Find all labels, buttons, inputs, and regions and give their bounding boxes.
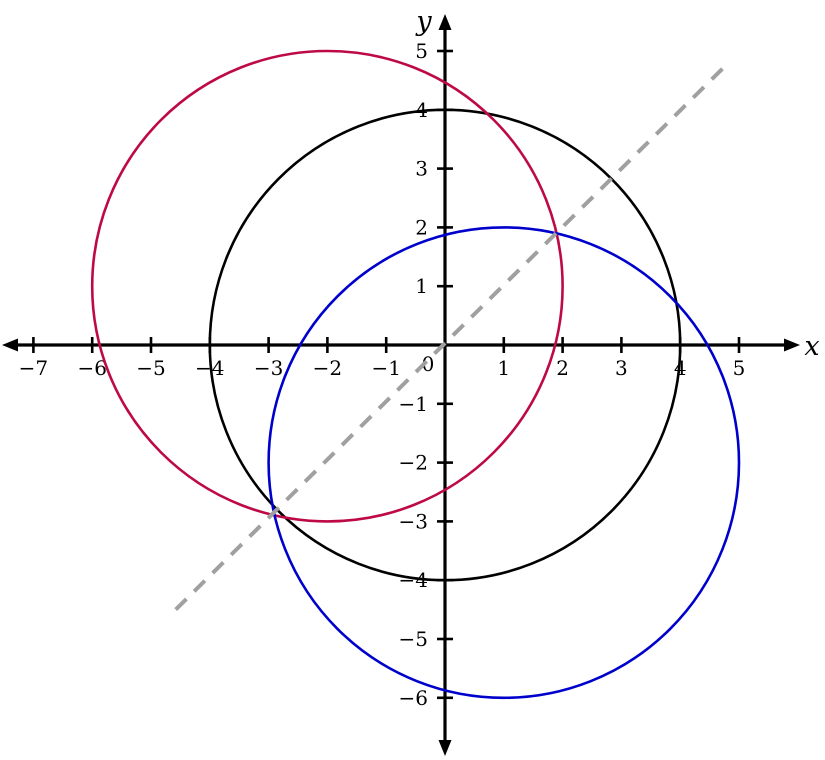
origin-label: 0 <box>422 352 435 376</box>
y-axis-arrow-down-icon <box>438 740 452 756</box>
x-axis-label: x <box>804 331 819 362</box>
y-tick-label--1: −1 <box>399 392 428 416</box>
x-tick-label--3: −3 <box>254 356 283 380</box>
y-axis-label: y <box>415 6 432 37</box>
dashed-line <box>174 66 725 612</box>
x-tick-label--6: −6 <box>77 356 106 380</box>
x-tick-label--2: −2 <box>313 356 342 380</box>
x-tick-label-2: 2 <box>556 356 569 380</box>
y-tick-label--3: −3 <box>399 509 428 533</box>
x-tick-label-3: 3 <box>615 356 628 380</box>
y-tick-label-1: 1 <box>415 274 428 298</box>
x-tick-label--7: −7 <box>19 356 48 380</box>
black-circle <box>208 108 682 582</box>
y-axis-arrow-up-icon <box>438 14 452 30</box>
axes-group <box>2 14 800 756</box>
blue-circle <box>267 226 741 700</box>
x-axis-arrow-right-icon <box>784 338 800 352</box>
x-tick-label-5: 5 <box>733 356 746 380</box>
y-tick-label-2: 2 <box>415 215 428 239</box>
y-tick-label--6: −6 <box>399 686 428 710</box>
x-tick-label-1: 1 <box>497 356 510 380</box>
x-tick-label--5: −5 <box>136 356 165 380</box>
y-tick-label--5: −5 <box>399 627 428 651</box>
x-tick-label--1: −1 <box>371 356 400 380</box>
y-tick-label-5: 5 <box>415 39 428 63</box>
y-tick-label-3: 3 <box>415 157 428 181</box>
crimson-circle <box>90 49 564 523</box>
x-axis-arrow-left-icon <box>2 338 18 352</box>
data-series-group <box>90 49 741 700</box>
y-tick-label--2: −2 <box>399 451 428 475</box>
